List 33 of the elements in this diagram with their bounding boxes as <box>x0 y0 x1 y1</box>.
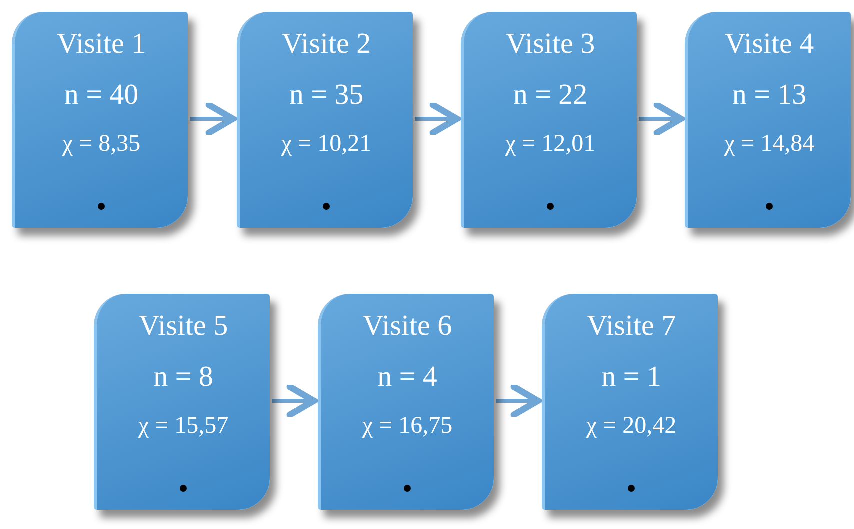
visit-box <box>685 12 851 228</box>
count-label: n = 13 <box>732 81 807 110</box>
visit-box <box>461 12 637 228</box>
chi-value: χ = 16,75 <box>362 414 453 438</box>
count-label: n = 22 <box>513 81 588 110</box>
visit-box <box>94 294 270 510</box>
visit-title: Visite 6 <box>362 312 452 341</box>
visit-title: Visite 1 <box>56 30 146 59</box>
arrow <box>190 102 236 136</box>
visit-box <box>542 294 718 510</box>
arrow <box>415 102 460 136</box>
chi-value: χ = 15,57 <box>138 414 229 438</box>
visit-title: Visite 5 <box>138 312 228 341</box>
chi-value: χ = 20,42 <box>586 414 677 438</box>
chi-value: χ = 8,35 <box>62 132 141 156</box>
visit-box <box>12 12 188 228</box>
visit-title: Visite 4 <box>724 30 814 59</box>
count-label: n = 35 <box>289 81 364 110</box>
chi-value: χ = 10,21 <box>281 132 372 156</box>
count-label: n = 1 <box>602 363 662 392</box>
arrow <box>639 102 684 136</box>
count-label: n = 40 <box>64 81 139 110</box>
count-label: n = 4 <box>378 363 438 392</box>
visit-title: Visite 3 <box>506 30 596 59</box>
visit-box <box>318 294 494 510</box>
count-label: n = 8 <box>154 363 214 392</box>
arrow <box>272 384 318 418</box>
chi-value: χ = 12,01 <box>505 132 596 156</box>
visit-title: Visite 7 <box>586 312 676 341</box>
visit-title: Visite 2 <box>282 30 372 59</box>
visit-box <box>237 12 413 228</box>
arrow <box>496 384 542 418</box>
chi-value: χ = 14,84 <box>724 132 815 156</box>
